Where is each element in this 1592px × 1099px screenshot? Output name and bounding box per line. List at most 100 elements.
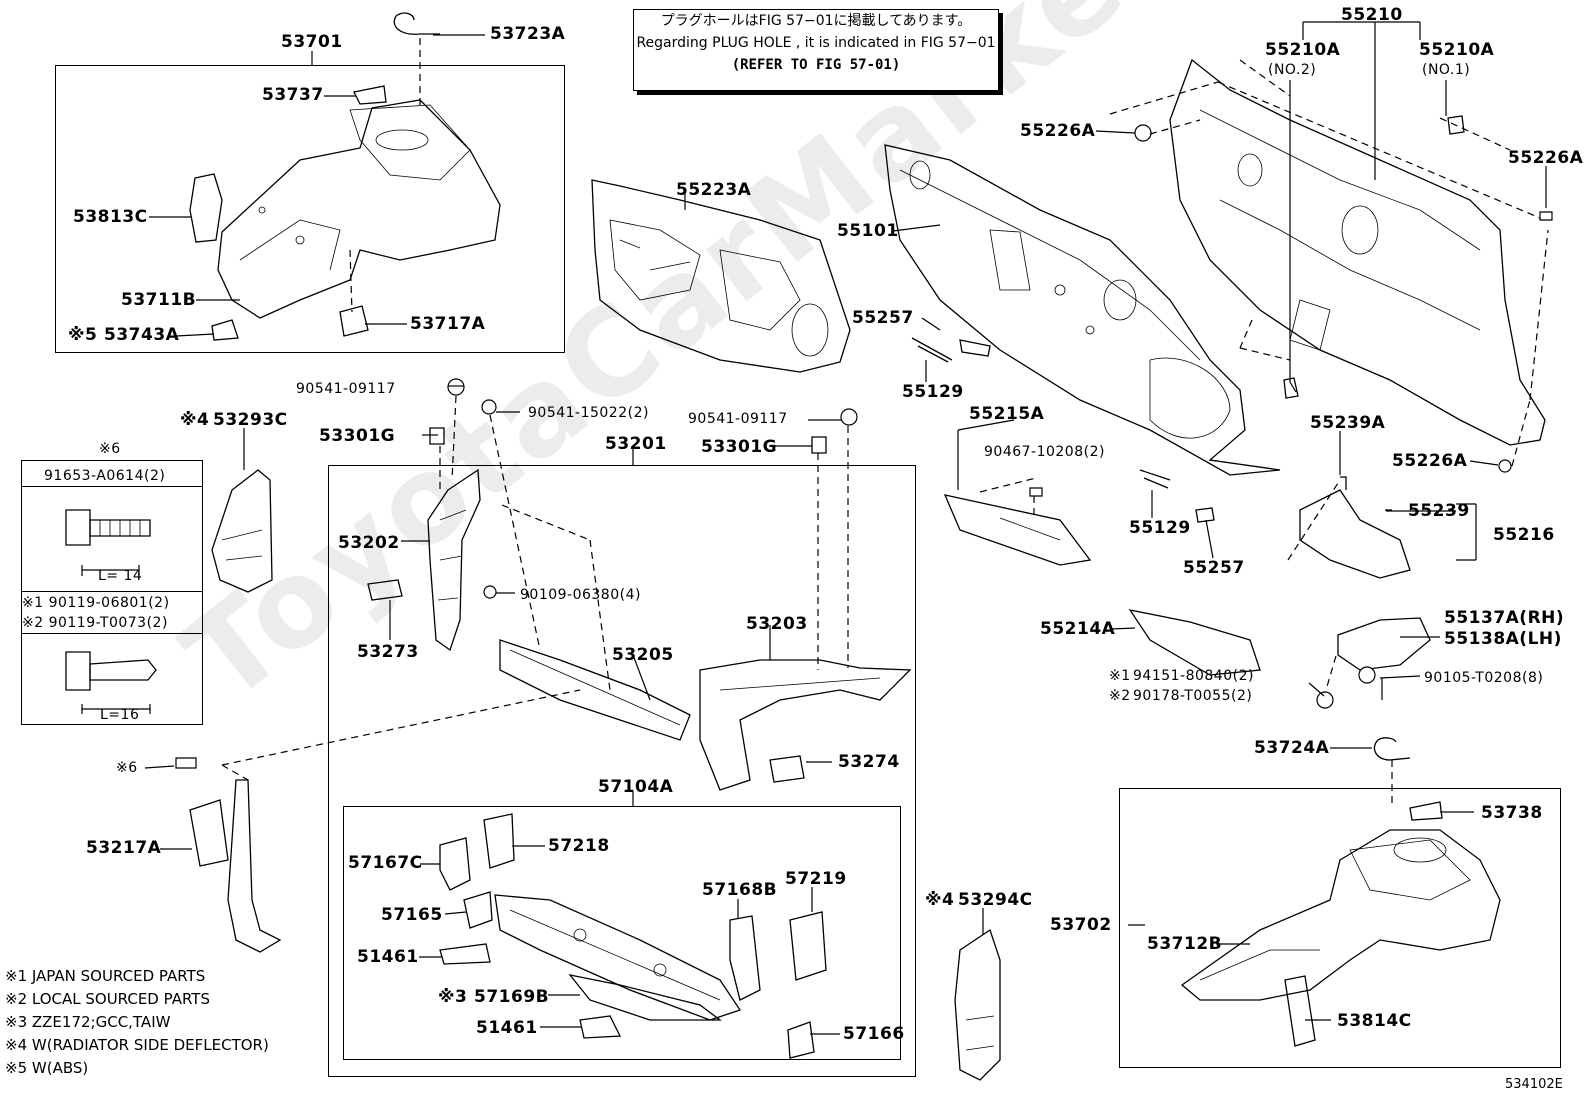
part-label-53723A[interactable]: 53723A	[490, 24, 566, 44]
part-label-53702[interactable]: 53702	[1050, 915, 1112, 935]
part-label-57169B[interactable]: 57169B	[474, 987, 550, 1007]
part-label-55257-lower[interactable]: 55257	[1183, 558, 1245, 578]
part-label-55257-upper[interactable]: 55257	[852, 308, 914, 328]
part-label-55101[interactable]: 55101	[837, 221, 899, 241]
part-label-53724A[interactable]: 53724A	[1254, 738, 1330, 758]
mark-note-1: ※1	[1109, 668, 1131, 684]
part-sublabel-no2: (NO.2)	[1268, 62, 1317, 78]
part-label-53294C[interactable]: 53294C	[958, 890, 1033, 910]
mark-note-4-right: ※4	[925, 890, 955, 910]
part-label-53273[interactable]: 53273	[357, 642, 419, 662]
part-label-53217A[interactable]: 53217A	[86, 838, 162, 858]
legend-note-5: ※5 W(ABS)	[5, 1059, 89, 1077]
part-label-55216[interactable]: 55216	[1493, 525, 1555, 545]
part-label-53202[interactable]: 53202	[338, 533, 400, 553]
part-label-90467-10208[interactable]: 90467-10208(2)	[984, 444, 1105, 460]
part-label-51461-upper[interactable]: 51461	[357, 947, 419, 967]
leader-lines	[81, 21, 1547, 1035]
dash-panel-55101-drawing	[884, 144, 1281, 476]
deflector-drawings	[211, 469, 1001, 1081]
bolt-box-title[interactable]: 91653-A0614(2)	[44, 468, 166, 484]
part-label-55137A[interactable]: 55137A(RH)	[1444, 608, 1565, 628]
assembly-box-57104A	[343, 806, 901, 1060]
part-label-55210A-no1[interactable]: 55210A	[1419, 40, 1495, 60]
part-label-51461-lower[interactable]: 51461	[476, 1018, 538, 1038]
part-label-90105-T0208[interactable]: 90105-T0208(8)	[1424, 670, 1544, 686]
bolt-reference-box	[21, 460, 203, 725]
side-brace-53217A-drawing	[175, 757, 282, 953]
part-label-55226A-upper[interactable]: 55226A	[1020, 121, 1096, 141]
bolt-part-90119-T0073[interactable]: ※2 90119-T0073(2)	[22, 615, 168, 631]
part-label-57104A[interactable]: 57104A	[598, 777, 674, 797]
part-label-57168B[interactable]: 57168B	[702, 880, 778, 900]
mark-note-3: ※3	[438, 987, 468, 1007]
part-label-53737[interactable]: 53737	[262, 85, 324, 105]
reference-note-refer: (REFER TO FIG 57-01)	[731, 57, 901, 73]
mark-note-5: ※5	[68, 325, 98, 345]
part-label-53813C[interactable]: 53813C	[73, 207, 148, 227]
part-label-53701[interactable]: 53701	[281, 32, 343, 52]
part-label-53293C[interactable]: 53293C	[213, 410, 288, 430]
assembly-box-53701	[55, 65, 565, 353]
dashed-assembly-lines	[221, 38, 1549, 808]
apron-assembly-53701-drawing	[189, 12, 501, 341]
part-label-53274[interactable]: 53274	[838, 752, 900, 772]
bolt-part-90119-06801[interactable]: ※1 90119-06801(2)	[22, 595, 170, 611]
insulator-55223A-drawing	[591, 179, 851, 373]
part-label-53717A[interactable]: 53717A	[410, 314, 486, 334]
apron-assembly-53702-drawing	[1180, 801, 1501, 1047]
mark-note-6-bolt: ※6	[116, 760, 138, 776]
part-label-90541-15022[interactable]: 90541-15022(2)	[528, 405, 649, 421]
part-label-55239A[interactable]: 55239A	[1310, 413, 1386, 433]
part-label-55214A[interactable]: 55214A	[1040, 619, 1116, 639]
part-label-53738[interactable]: 53738	[1481, 803, 1543, 823]
part-label-57165[interactable]: 57165	[381, 905, 443, 925]
mark-note-2: ※2	[1109, 688, 1131, 704]
part-label-94151-80840[interactable]: 94151-80840(2)	[1133, 668, 1254, 684]
part-label-53814C[interactable]: 53814C	[1337, 1011, 1412, 1031]
part-label-57218[interactable]: 57218	[548, 836, 610, 856]
part-label-55138A[interactable]: 55138A(LH)	[1444, 629, 1562, 649]
part-label-53205[interactable]: 53205	[612, 645, 674, 665]
part-label-53203[interactable]: 53203	[746, 614, 808, 634]
part-label-53301G-right[interactable]: 53301G	[701, 437, 778, 457]
bolt-length-14: L= 14	[98, 568, 143, 584]
part-label-90109-06380[interactable]: 90109-06380(4)	[520, 587, 641, 603]
part-label-57166[interactable]: 57166	[843, 1024, 905, 1044]
part-label-53712B[interactable]: 53712B	[1147, 934, 1223, 954]
legend-note-2: ※2 LOCAL SOURCED PARTS	[5, 990, 210, 1008]
mark-note-4-left: ※4	[180, 410, 210, 430]
part-label-55239[interactable]: 55239	[1408, 501, 1470, 521]
part-label-55215A[interactable]: 55215A	[969, 404, 1045, 424]
legend-note-1: ※1 JAPAN SOURCED PARTS	[5, 967, 206, 985]
part-label-55129-upper[interactable]: 55129	[902, 382, 964, 402]
assembly-box-53702	[1119, 788, 1561, 1068]
part-label-53711B[interactable]: 53711B	[121, 290, 197, 310]
part-label-55223A[interactable]: 55223A	[676, 180, 752, 200]
part-label-53301G-left[interactable]: 53301G	[319, 426, 396, 446]
part-label-55210[interactable]: 55210	[1341, 5, 1403, 25]
part-label-90178-T0055[interactable]: 90178-T0055(2)	[1133, 688, 1253, 704]
part-label-55226A-right[interactable]: 55226A	[1508, 148, 1584, 168]
bolt-illustrations	[65, 509, 157, 691]
part-label-90541-09117-right[interactable]: 90541-09117	[688, 411, 788, 427]
mark-note-6-box: ※6	[99, 441, 121, 457]
part-label-53743A[interactable]: 53743A	[104, 325, 180, 345]
part-label-55226A-lower[interactable]: 55226A	[1392, 451, 1468, 471]
part-label-57219[interactable]: 57219	[785, 869, 847, 889]
legend-note-4: ※4 W(RADIATOR SIDE DEFLECTOR)	[5, 1036, 269, 1054]
legend-note-3: ※3 ZZE172;GCC,TAIW	[5, 1013, 171, 1031]
part-label-53201[interactable]: 53201	[605, 434, 667, 454]
part-label-55129-lower[interactable]: 55129	[1129, 518, 1191, 538]
assembly-box-53201	[328, 465, 916, 1077]
radiator-support-53201-drawing	[367, 378, 912, 791]
part-label-55210A-no2[interactable]: 55210A	[1265, 40, 1341, 60]
silencer-55210-drawing	[1169, 58, 1546, 446]
bolt-length-16: L=16	[100, 707, 140, 723]
reference-note-en: Regarding PLUG HOLE , it is indicated in…	[636, 35, 996, 51]
part-sublabel-no1: (NO.1)	[1422, 62, 1471, 78]
part-label-90541-09117-left[interactable]: 90541-09117	[296, 381, 396, 397]
part-label-57167C[interactable]: 57167C	[348, 853, 423, 873]
